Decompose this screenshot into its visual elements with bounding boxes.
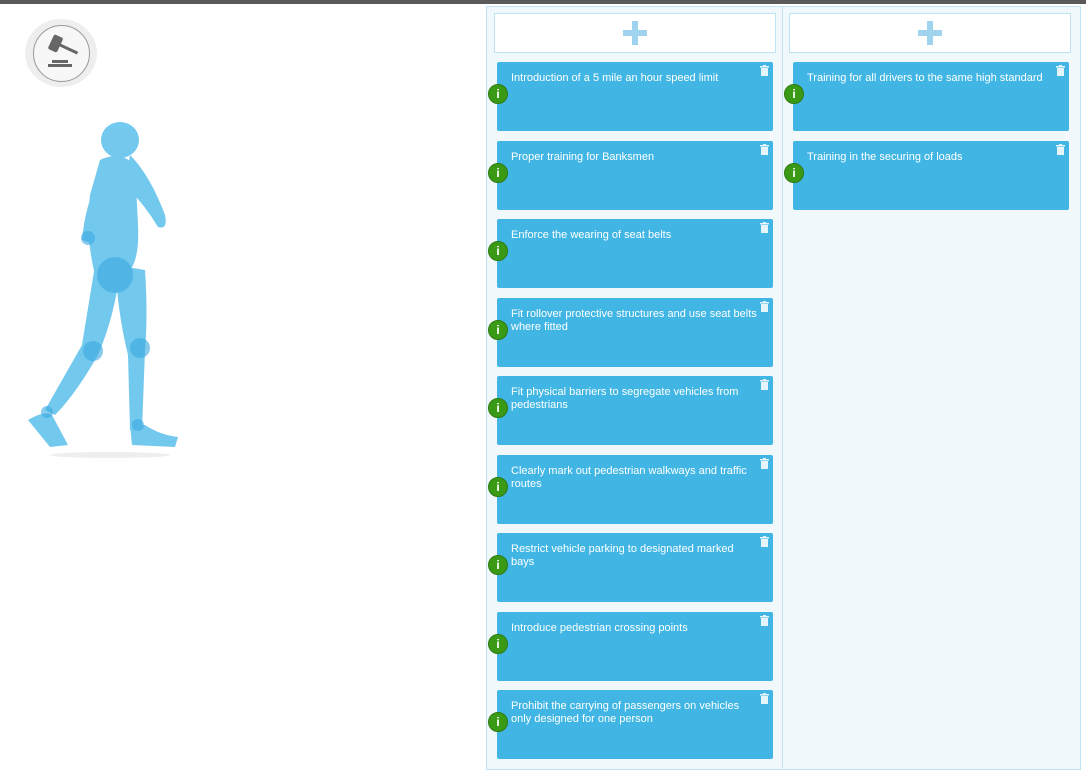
card-text: Introduction of a 5 mile an hour speed l… [511,72,719,84]
action-card[interactable]: Introduction of a 5 mile an hour speed l… [488,62,773,131]
trash-icon[interactable] [760,300,769,312]
card-text: Proper training for Banksmen [511,150,655,163]
info-icon[interactable]: i [784,162,804,183]
info-icon[interactable]: i [488,712,508,732]
info-icon[interactable]: i [488,162,508,183]
trash-icon[interactable] [760,143,769,155]
card-text: Restrict vehicle parking to designated m… [511,543,734,568]
action-card[interactable]: Restrict vehicle parking to designated m… [488,533,773,602]
card-text: Clearly mark out pedestrian walkways and… [511,464,747,490]
trash-icon[interactable] [1056,143,1065,155]
trash-icon[interactable] [760,222,769,233]
info-icon[interactable]: i [488,555,508,575]
action-card[interactable]: Enforce the wearing of seat belts i [488,219,773,288]
trash-icon[interactable] [760,65,769,76]
plus-icon [623,21,647,45]
plus-icon [918,21,942,45]
card-text: Training for all drivers to the same hig… [807,72,1043,84]
action-card[interactable]: Introduce pedestrian crossing points i [488,611,773,681]
card-text: Prohibit the carrying of passengers on v… [511,700,740,725]
info-icon[interactable]: i [488,84,508,104]
info-icon[interactable]: i [488,398,508,418]
trash-icon[interactable] [1056,65,1065,76]
trash-icon[interactable] [760,457,769,469]
card-text: Fit physical barriers to segregate vehic… [511,386,739,411]
action-card[interactable]: Clearly mark out pedestrian walkways and… [488,454,773,524]
card-text: Training in the securing of loads [807,150,963,163]
info-icon[interactable]: i [488,476,508,497]
gavel-icon [33,25,90,82]
trash-icon[interactable] [760,693,769,704]
trash-icon[interactable] [760,536,769,547]
top-bar [0,0,1086,4]
card-text: Introduce pedestrian crossing points [511,621,688,634]
gavel-badge[interactable] [25,19,97,87]
action-card[interactable]: Training in the securing of loads i [784,140,1069,210]
card-text: Fit rollover protective structures and u… [511,307,757,333]
info-icon[interactable]: i [488,241,508,261]
card-text: Enforce the wearing of seat belts [511,229,672,241]
info-icon[interactable]: i [488,633,508,654]
info-icon[interactable]: i [784,84,804,104]
info-icon[interactable]: i [488,319,508,340]
add-card-button-column-2[interactable] [789,13,1071,53]
trash-icon[interactable] [760,379,769,390]
action-card[interactable]: Training for all drivers to the same hig… [784,62,1069,131]
action-card[interactable]: Fit physical barriers to segregate vehic… [488,376,773,445]
action-card[interactable]: Proper training for Banksmen i [488,140,773,210]
action-card[interactable]: Prohibit the carrying of passengers on v… [488,690,773,759]
add-card-button-column-1[interactable] [494,13,776,53]
action-card[interactable]: Fit rollover protective structures and u… [488,297,773,367]
trash-icon[interactable] [760,614,769,626]
column-divider [782,6,783,768]
human-figure-icon [28,122,178,458]
